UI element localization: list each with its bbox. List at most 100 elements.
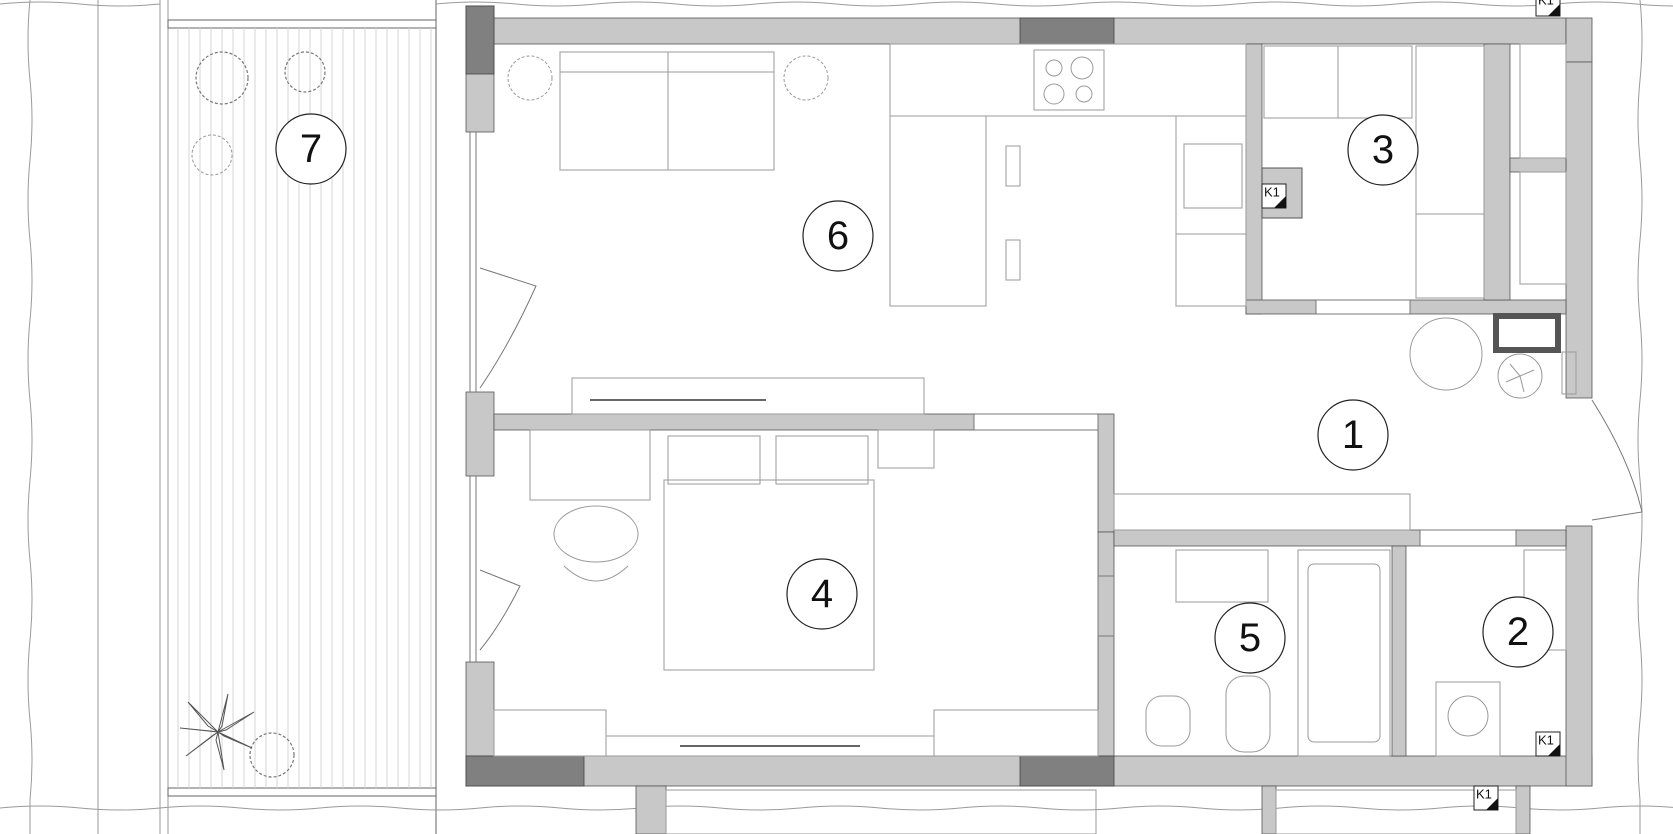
burner-icon [1043,83,1065,105]
wall [465,661,495,773]
room-label-4: 4 [786,558,858,630]
wall [1097,413,1115,533]
shelf-unit [1519,43,1567,159]
palm-plant-icon [179,693,255,771]
deck-planks [177,28,432,788]
wall [1113,529,1421,547]
k1-tag-text: K1 [1538,733,1554,748]
column [1019,755,1115,787]
kitchen-counter [889,43,1247,117]
wall [635,785,667,834]
k1-tag-corner [1274,196,1286,208]
wall [1565,17,1593,63]
wall [1509,157,1567,173]
wall [465,391,495,477]
plant-icon [284,51,326,93]
plant-icon [507,55,553,101]
tv-unit [605,735,935,757]
room-label-1: 1 [1317,399,1389,471]
closet [1415,45,1485,299]
k1-tags: K1 K1 K1 K1 [1261,0,1561,811]
hall-cabinet [1561,351,1577,395]
k1-tag: K1 [1535,731,1561,757]
wall [1565,61,1593,399]
shaft-icon [1493,313,1561,353]
room-label-5: 5 [1214,602,1286,674]
wall [1483,43,1511,301]
burner-icon [1045,59,1063,77]
window [973,413,1099,431]
room-label-6: 6 [802,200,874,272]
external-unit [665,789,1097,834]
openings [469,132,1643,662]
room-label-circle [275,113,347,185]
structural-columns [465,5,1561,787]
chair-icon [563,565,629,582]
external-unit [1275,789,1517,834]
wall [1515,529,1567,547]
k1-tag: K1 [1535,0,1561,17]
toilet-icon [1225,675,1271,753]
window [1097,575,1115,637]
room-number: 1 [1342,413,1364,457]
k1-tag-text: K1 [1264,185,1280,200]
wall [1565,525,1593,787]
left-boundary-wavy [27,0,33,834]
room-number: 3 [1372,128,1394,172]
cooktop [1033,49,1105,111]
k1-tag-text: K1 [1538,0,1554,8]
bar-stool [1005,239,1021,281]
room-label-3: 3 [1347,114,1419,186]
k1-tag-text: K1 [1476,787,1492,802]
wall-toilet-icon [1145,695,1191,747]
wall [465,17,1567,45]
entry-door-swing [1591,399,1643,521]
tv-unit [571,377,925,415]
dresser [493,709,607,757]
shelf-unit [1519,171,1567,285]
nightstand [877,429,935,469]
island-table [889,115,987,307]
sink-icon [1175,549,1269,603]
wall [1391,545,1407,757]
bottom-boundary-wavy [0,805,1673,811]
wall [1097,531,1115,757]
room-label-circle [786,558,858,630]
dresser [933,709,1099,757]
pillow [775,435,869,485]
round-table [1409,317,1483,391]
washing-machine [1435,681,1501,757]
desk [529,429,651,501]
bar-stool [1005,145,1021,187]
room-number: 7 [300,127,322,171]
bathtub-inner [1307,563,1381,743]
kitchen-cabinet [1175,115,1247,235]
room-number: 2 [1507,610,1529,654]
k1-tag: K1 [1261,183,1287,209]
chair-icon [553,505,639,563]
wall [1245,299,1317,315]
terrace-rail-top [167,19,437,29]
room-label-circle [802,200,874,272]
window [1419,529,1517,547]
k1-tag-corner [1548,4,1560,16]
room-labels: 7 6 3 1 4 5 2 [275,113,1554,674]
pillow [667,435,761,485]
column [465,755,585,787]
hall-shelf [1113,493,1411,531]
room-number: 4 [811,572,833,616]
fridge [1175,233,1247,307]
plant-icon [191,134,233,176]
k1-tag-corner [1548,744,1560,756]
column [465,5,495,75]
room-number: 5 [1239,616,1261,660]
washer-drum-icon [1447,695,1489,737]
fan-blades [1505,363,1535,393]
room-number: 6 [827,214,849,258]
sink-icon [1183,143,1243,209]
wall [1245,43,1263,315]
k1-tag-corner [1486,798,1498,810]
fan-icon [1497,353,1543,399]
plant-icon [783,55,829,101]
